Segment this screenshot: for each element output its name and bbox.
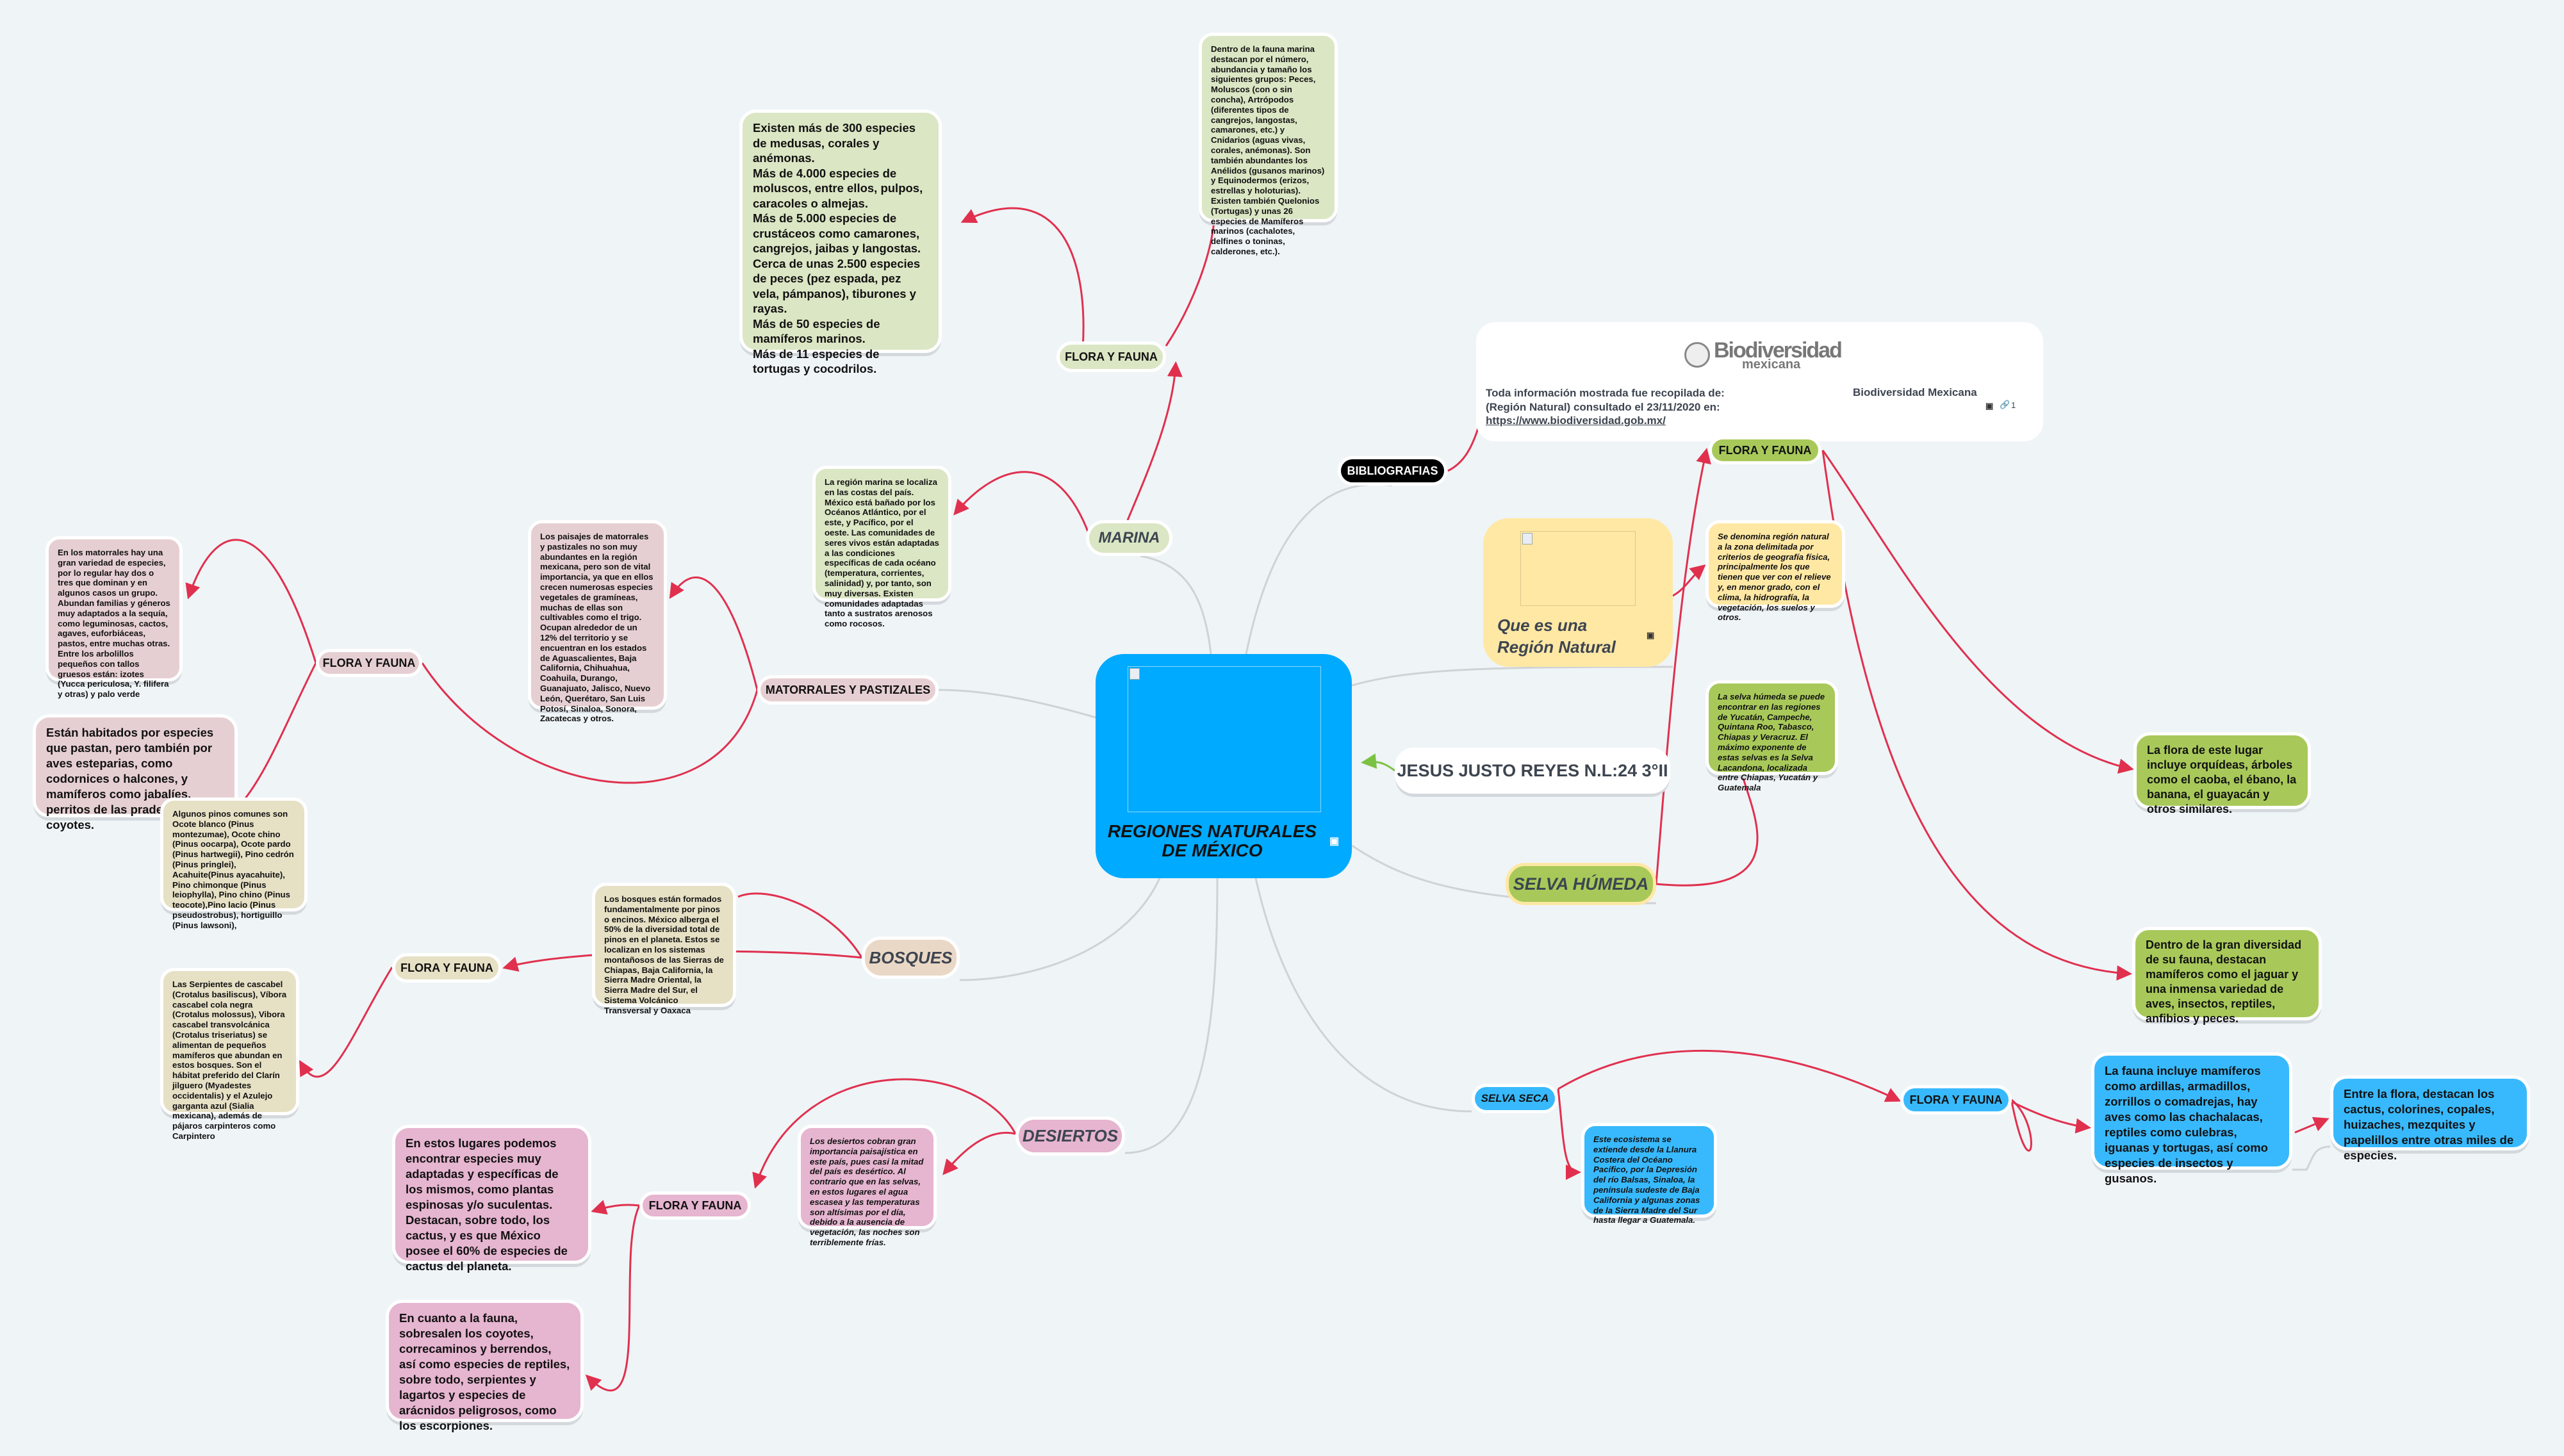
selva-seca-flora-fauna[interactable]: FLORA Y FAUNA — [1900, 1085, 2012, 1115]
marina-species: Existen más de 300 especies de medusas, … — [739, 110, 942, 375]
selva-seca-flora: Entre la flora, destacan los cactus, col… — [2330, 1076, 2530, 1162]
desiertos-fauna: En cuanto a la fauna, sobresalen los coy… — [386, 1300, 584, 1432]
desiertos-flora: En estos lugares podemos encontrar espec… — [392, 1125, 591, 1273]
central-title: REGIONES NATURALES DE MÉXICO — [1107, 821, 1317, 860]
central-image — [1128, 666, 1321, 812]
broken-image-icon — [1522, 533, 1533, 544]
matorrales-text: Los paisajes de matorrales y pastizales … — [528, 520, 667, 723]
bosques-flora-fauna[interactable]: FLORA Y FAUNA — [392, 953, 502, 983]
bibliography-url[interactable]: https://www.biodiversidad.gob.mx/ — [1486, 414, 1666, 427]
selva-humeda-flora: La flora de este lugar incluye orquídeas… — [2133, 732, 2311, 815]
desiertos-node[interactable]: DESIERTOS — [1015, 1117, 1125, 1156]
region-definition: Se denomina región natural a la zona del… — [1705, 520, 1845, 622]
matorrales-flora-fauna[interactable]: FLORA Y FAUNA — [316, 649, 422, 677]
bibliografias-node[interactable]: BIBLIOGRAFIAS — [1338, 456, 1447, 486]
image-icon[interactable]: ▣ — [1647, 630, 1655, 640]
bosques-text: Los bosques están formados fundamentalme… — [592, 883, 736, 1015]
source-name: Biodiversidad Mexicana — [1853, 386, 1977, 398]
desiertos-flora-fauna[interactable]: FLORA Y FAUNA — [639, 1191, 751, 1220]
author-node[interactable]: JESUS JUSTO REYES N.L:24 3°II — [1395, 748, 1670, 794]
matorrales-flora: En los matorrales hay una gran variedad … — [45, 536, 183, 699]
logo-emblem-icon — [1684, 342, 1710, 368]
marina-text: La región marina se localiza en las cost… — [812, 466, 951, 628]
selva-humeda-fauna: Dentro de la gran diversidad de su fauna… — [2132, 927, 2322, 1025]
bosques-fauna: Las Serpientes de cascabel (Crotalus bas… — [160, 968, 299, 1141]
image-icon[interactable]: ▣ — [1985, 401, 1994, 411]
region-image — [1520, 531, 1636, 606]
marina-fauna: Dentro de la fauna marina destacan por e… — [1199, 33, 1338, 256]
marina-flora-fauna[interactable]: FLORA Y FAUNA — [1056, 341, 1166, 372]
central-topic[interactable]: REGIONES NATURALES DE MÉXICO ▣ — [1096, 654, 1352, 878]
link-count: 1 — [2011, 400, 2016, 410]
bibliography-card[interactable]: Biodiversidad mexicana Toda información … — [1476, 322, 2043, 441]
bibliography-text: Toda información mostrada fue recopilada… — [1486, 387, 1725, 413]
selva-humeda-flora-fauna[interactable]: FLORA Y FAUNA — [1709, 436, 1821, 464]
marina-node[interactable]: MARINA — [1086, 520, 1172, 556]
link-icon[interactable]: 🔗 — [2000, 400, 2010, 409]
selva-seca-node[interactable]: SELVA SECA — [1472, 1084, 1558, 1113]
selva-seca-text: Este ecosistema se extiende desde la Lla… — [1581, 1123, 1717, 1225]
selva-humeda-text: La selva húmeda se puede encontrar en la… — [1705, 680, 1838, 792]
desiertos-text: Los desiertos cobran gran importancia pa… — [798, 1125, 937, 1247]
selva-seca-fauna: La fauna incluye mamíferos como ardillas… — [2091, 1052, 2292, 1185]
selva-humeda-node[interactable]: SELVA HÚMEDA — [1506, 863, 1656, 905]
biodiversidad-logo: Biodiversidad mexicana — [1684, 338, 1843, 377]
image-icon[interactable]: ▣ — [1329, 836, 1340, 847]
bosques-node[interactable]: BOSQUES — [862, 937, 960, 979]
broken-image-icon — [1130, 668, 1140, 680]
matorrales-node[interactable]: MATORRALES Y PASTIZALES — [757, 675, 939, 705]
region-natural-label: Que es una Región Natural — [1497, 616, 1616, 657]
region-natural-node[interactable]: Que es una Región Natural ▣ — [1483, 518, 1673, 667]
bosques-flora: Algunos pinos comunes son Ocote blanco (… — [160, 798, 308, 930]
